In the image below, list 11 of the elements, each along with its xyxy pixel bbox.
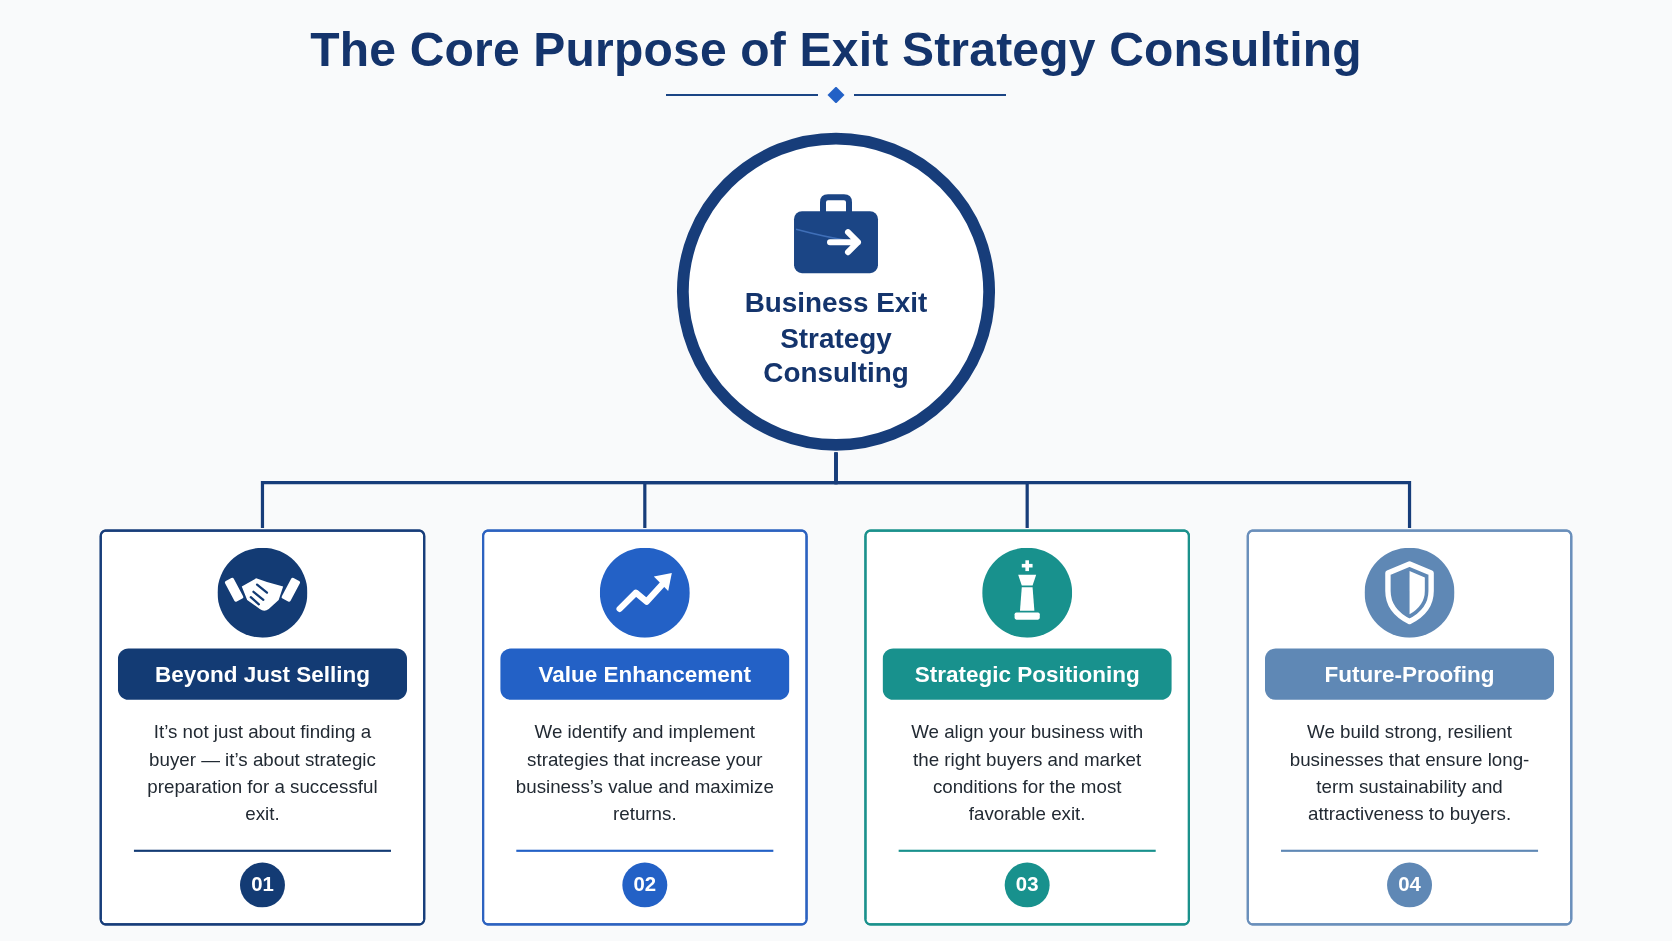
card-heading: Beyond Just Selling (117, 648, 408, 701)
card-description: It’s not just about finding a buyer — it’s about strategic preparation for a successful exit. (146, 720, 379, 827)
card-heading: Value Enhancement (500, 648, 790, 701)
card-description: We align your business with the right buyers and market conditions for the most favorable exit. (910, 720, 1145, 827)
hub-title: Business Exit Strategy Consulting (743, 285, 929, 390)
diagram-title: The Core Purpose of Exit Strategy Consulting (310, 22, 1362, 77)
card-description: We build strong, resilient businesses that ensure long-term sustainability and attractiveness to buyers. (1288, 720, 1531, 827)
card-heading: Future-Proofing (1264, 648, 1555, 701)
card-heading: Strategic Positioning (882, 648, 1172, 701)
connector-line (834, 452, 1412, 528)
card-description: We identify and implement strategies that increase your business’s value and maximize returns. (514, 720, 775, 827)
